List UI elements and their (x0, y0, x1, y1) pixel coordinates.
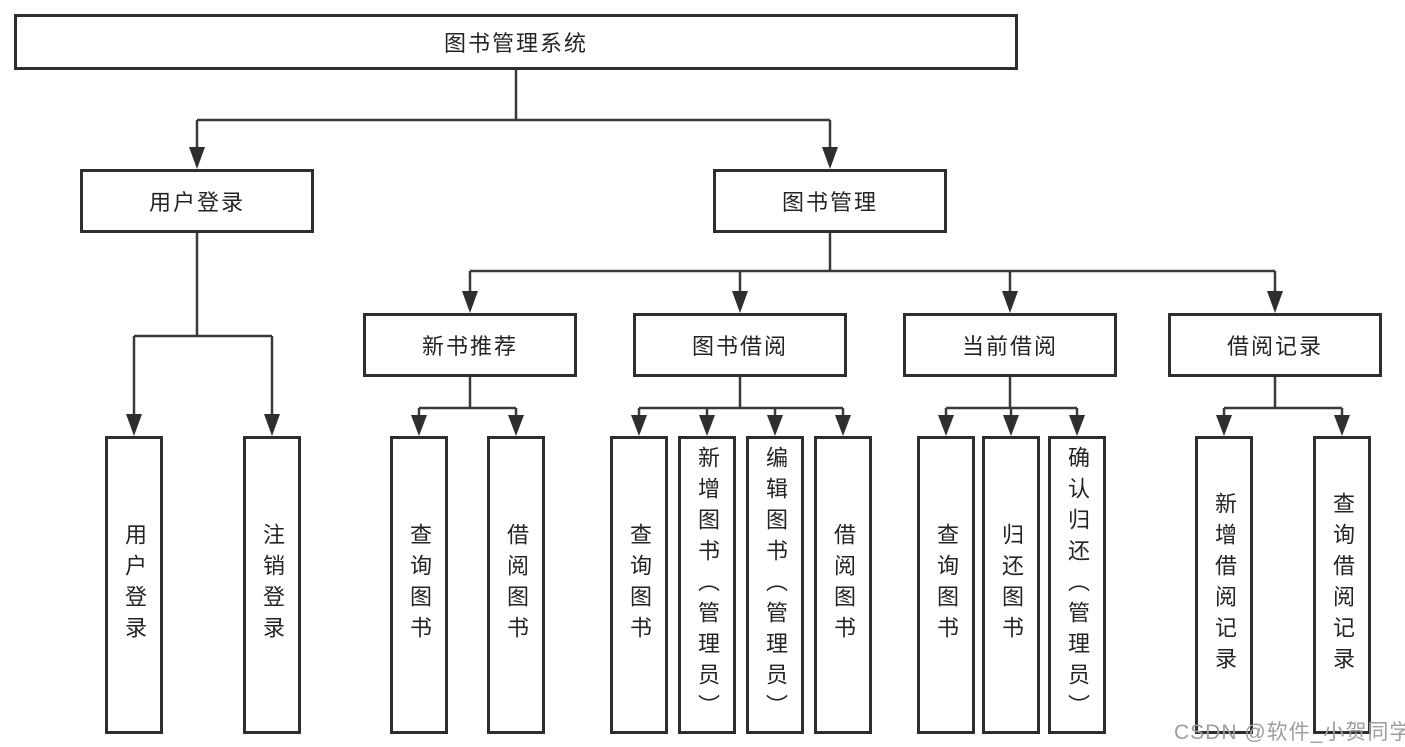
node-book-management: 图书管理 (713, 169, 947, 233)
node-borrow-book-recommend: 借阅图书 (487, 436, 545, 734)
node-current-borrow: 当前借阅 (903, 313, 1117, 377)
node-add-borrow-record: 新增借阅记录 (1195, 436, 1253, 734)
node-borrow-records: 借阅记录 (1168, 313, 1382, 377)
node-return-book: 归还图书 (982, 436, 1040, 734)
node-query-books-borrow: 查询图书 (610, 436, 668, 734)
node-user-login: 用户登录 (80, 169, 314, 233)
node-logout: 注销登录 (243, 436, 301, 734)
node-login: 用户登录 (105, 436, 163, 734)
node-borrow-book: 借阅图书 (814, 436, 872, 734)
node-new-book-recommend: 新书推荐 (363, 313, 577, 377)
watermark: CSDN @软件_小贺同学 (1174, 721, 1405, 744)
node-book-borrow: 图书借阅 (633, 313, 847, 377)
node-edit-book-admin: 编辑图书（管理员） (746, 436, 804, 734)
node-library-system: 图书管理系统 (14, 14, 1018, 70)
node-query-books-current: 查询图书 (917, 436, 975, 734)
node-confirm-return-admin: 确认归还（管理员） (1048, 436, 1106, 734)
node-query-borrow-record: 查询借阅记录 (1313, 436, 1371, 734)
node-query-books-recommend: 查询图书 (390, 436, 448, 734)
node-add-book-admin: 新增图书（管理员） (678, 436, 736, 734)
